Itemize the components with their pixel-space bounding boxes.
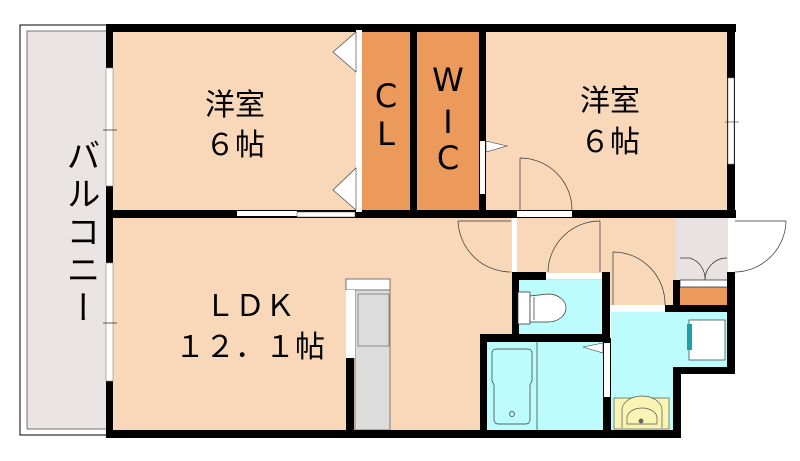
bedroom-east-name: 洋室 [580, 84, 640, 119]
entrance-floor [676, 218, 728, 280]
bedroom-east-size: ６帖 [580, 125, 640, 160]
closet-label-c: C [374, 77, 398, 115]
kitchen-counter [345, 278, 391, 431]
door-swings [457, 157, 787, 306]
ldk-name: ＬＤＫ [205, 289, 295, 324]
bedroom-west-size: ６帖 [205, 128, 265, 163]
bathroom-floor [486, 342, 604, 430]
bathtub [491, 342, 538, 430]
shoe-cabinet [680, 287, 728, 305]
wic-label-i: I [443, 103, 453, 141]
toilet-fixture [517, 291, 567, 325]
wic-label-c: C [436, 139, 460, 177]
closet-floor [362, 30, 412, 212]
bedroom-west-floor [112, 30, 356, 212]
washing-machine [687, 319, 726, 361]
bedroom-west-name: 洋室 [205, 88, 265, 123]
balcony [19, 24, 109, 436]
closet-label-l: L [377, 115, 395, 153]
wic-floor [416, 30, 480, 212]
windows [103, 67, 739, 382]
ldk-floor [112, 218, 512, 430]
closet-doors [332, 31, 604, 354]
wash-basin [613, 395, 670, 430]
balcony-label: バルコニー [60, 138, 100, 328]
ldk-size: １２．１帖 [175, 330, 325, 365]
door-openings [237, 30, 734, 397]
wic-label-w: W [432, 61, 464, 99]
bedroom-east-floor [486, 30, 728, 212]
